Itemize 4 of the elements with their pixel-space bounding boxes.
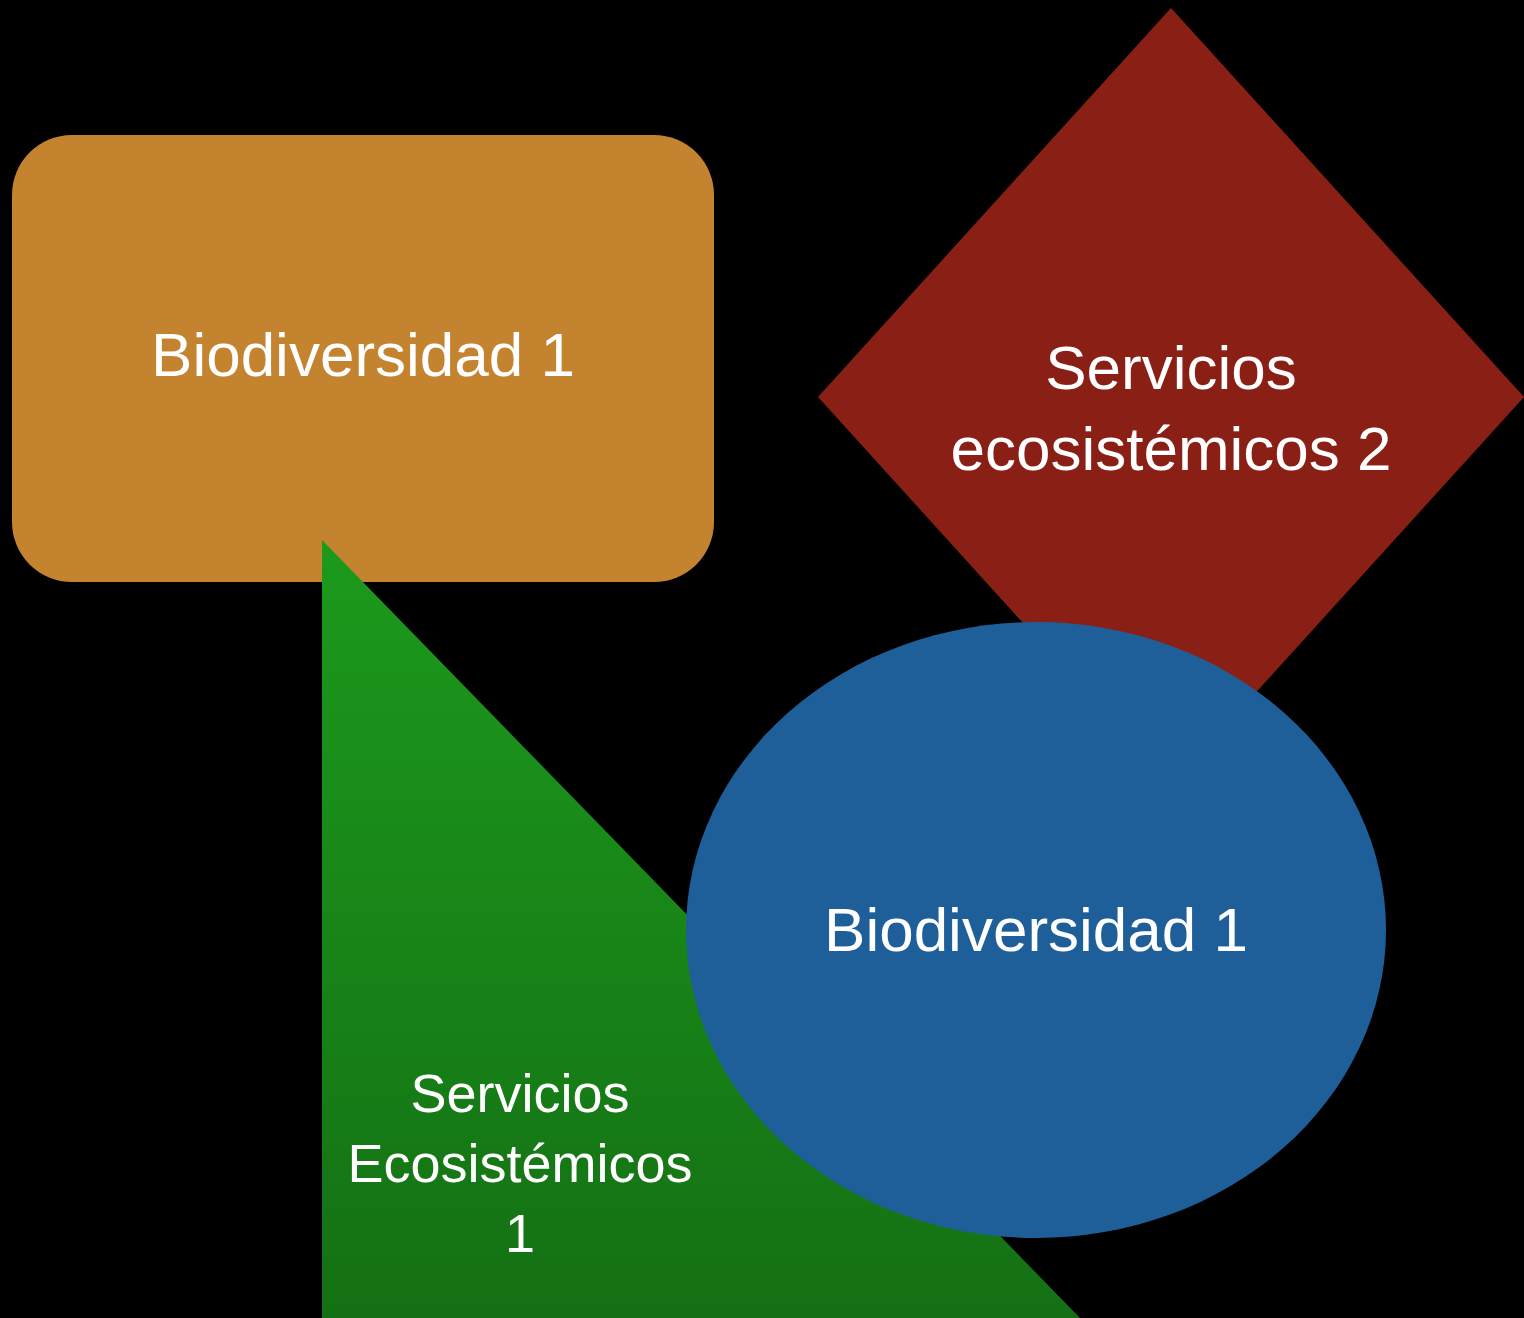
node-label: Biodiversidad 1: [150, 319, 576, 391]
node-label: Biodiversidad 1: [823, 894, 1249, 966]
node-label: Servicios Ecosistémicos 1: [346, 1062, 694, 1266]
node-label: Servicios ecosistémicos 2: [949, 332, 1393, 485]
